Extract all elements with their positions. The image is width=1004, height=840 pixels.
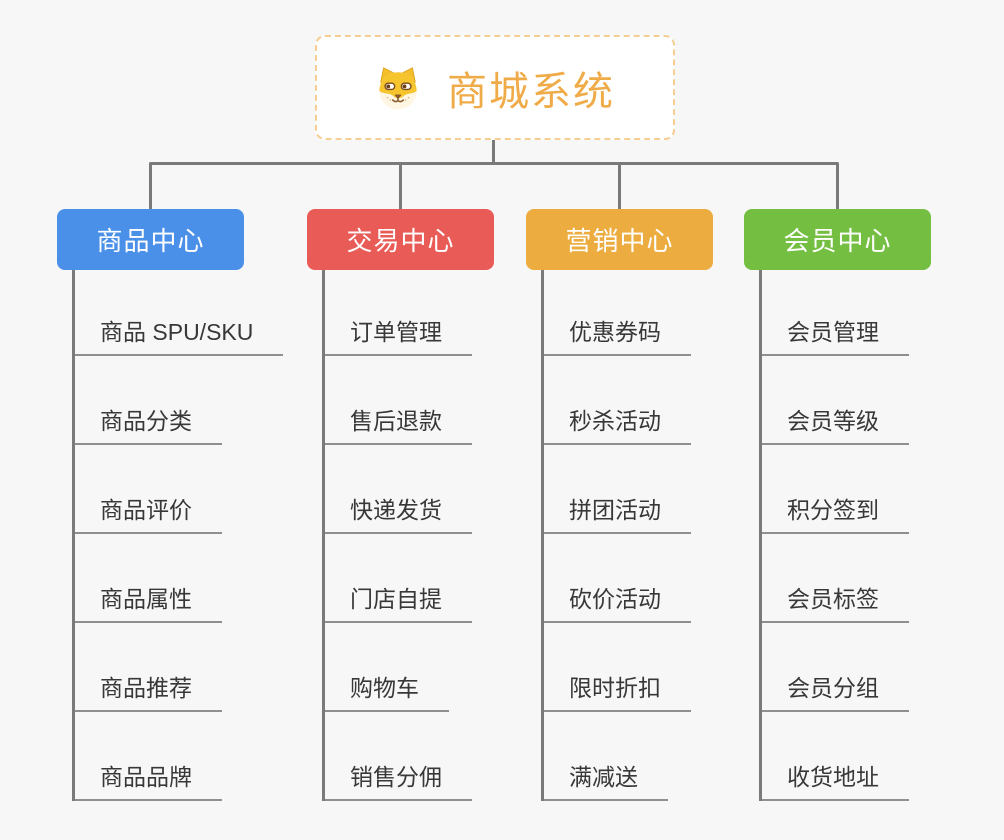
leaf-node[interactable]: 订单管理 — [325, 270, 472, 356]
leaf-node[interactable]: 销售分佣 — [325, 712, 472, 801]
branch-node-4[interactable]: 会员中心 — [744, 209, 931, 270]
connector-root-drop — [492, 139, 495, 165]
dog-icon — [375, 65, 421, 111]
connector-branch-drop — [836, 163, 839, 210]
leaf-node[interactable]: 购物车 — [325, 623, 449, 712]
leaf-node[interactable]: 限时折扣 — [544, 623, 691, 712]
leaf-node[interactable]: 砍价活动 — [544, 534, 691, 623]
leaf-node[interactable]: 收货地址 — [762, 712, 909, 801]
leaf-node[interactable]: 秒杀活动 — [544, 356, 691, 445]
leaf-node[interactable]: 会员标签 — [762, 534, 909, 623]
connector-branch-drop — [618, 163, 621, 210]
leaf-node[interactable]: 商品分类 — [75, 356, 222, 445]
branch-node-1[interactable]: 商品中心 — [57, 209, 244, 270]
connector-branch-drop — [399, 163, 402, 210]
leaf-node[interactable]: 满减送 — [544, 712, 668, 801]
leaf-node[interactable]: 门店自提 — [325, 534, 472, 623]
connector-branch-drop — [149, 163, 152, 210]
root-node[interactable]: 商城系统 — [315, 35, 675, 140]
leaf-node[interactable]: 商品属性 — [75, 534, 222, 623]
leaf-node[interactable]: 会员管理 — [762, 270, 909, 356]
root-title: 商城系统 — [447, 69, 615, 114]
branch-node-3[interactable]: 营销中心 — [526, 209, 713, 270]
branch-item-list: 订单管理售后退款快递发货门店自提购物车销售分佣 — [322, 270, 472, 801]
leaf-node[interactable]: 商品 SPU/SKU — [75, 270, 284, 356]
leaf-node[interactable]: 积分签到 — [762, 445, 909, 534]
branch-node-2[interactable]: 交易中心 — [307, 209, 494, 270]
branch-item-list: 会员管理会员等级积分签到会员标签会员分组收货地址 — [759, 270, 909, 801]
leaf-node[interactable]: 商品品牌 — [75, 712, 222, 801]
leaf-node[interactable]: 商品推荐 — [75, 623, 222, 712]
leaf-node[interactable]: 会员等级 — [762, 356, 909, 445]
branch-item-list: 优惠券码秒杀活动拼团活动砍价活动限时折扣满减送 — [541, 270, 691, 801]
leaf-node[interactable]: 快递发货 — [325, 445, 472, 534]
connector-horizontal-bus — [149, 162, 839, 165]
leaf-node[interactable]: 优惠券码 — [544, 270, 691, 356]
leaf-node[interactable]: 会员分组 — [762, 623, 909, 712]
leaf-node[interactable]: 售后退款 — [325, 356, 472, 445]
leaf-node[interactable]: 拼团活动 — [544, 445, 691, 534]
leaf-node[interactable]: 商品评价 — [75, 445, 222, 534]
